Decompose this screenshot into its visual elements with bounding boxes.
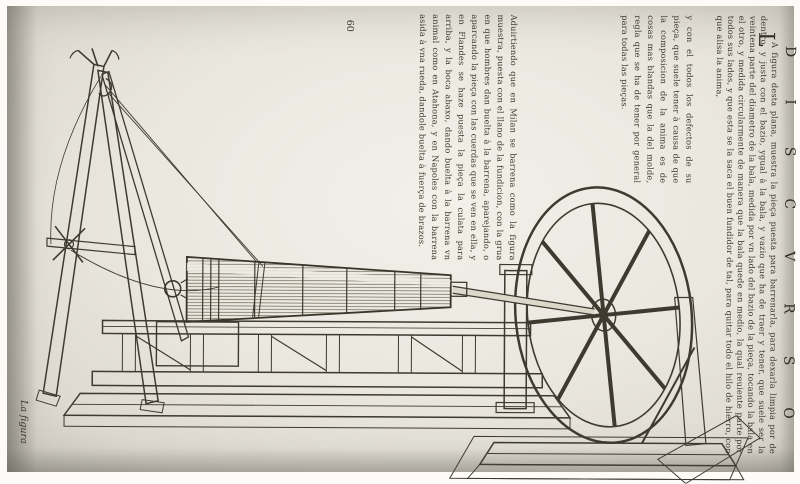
boring-headstock — [495, 263, 535, 414]
boring-wheel — [513, 186, 694, 444]
printed-area: DISCVRSO 60 L A figura desta plana, mues… — [6, 4, 798, 484]
breech-support-block — [155, 321, 240, 367]
cannon-barrel — [163, 255, 452, 323]
boring-bar — [450, 281, 595, 316]
ground-hatching — [448, 415, 761, 484]
engraving-cannon-boring-machine — [35, 48, 761, 484]
rope-wrap — [252, 262, 266, 318]
scanned-book-page: DISCVRSO 60 L A figura desta plana, mues… — [6, 4, 798, 484]
machine-bed — [62, 319, 572, 430]
page-edge-shadow — [780, 6, 794, 472]
apex-fork — [77, 48, 113, 67]
wheel-base-platform — [466, 441, 745, 481]
cutter-head — [450, 281, 468, 298]
hoist-ropes — [50, 76, 264, 292]
hoist-shear-legs — [35, 48, 264, 414]
wheel-spokes — [527, 203, 680, 427]
windlass-handles — [52, 225, 86, 263]
hoist-crossbar — [46, 237, 136, 256]
wheel-hub — [590, 298, 617, 332]
